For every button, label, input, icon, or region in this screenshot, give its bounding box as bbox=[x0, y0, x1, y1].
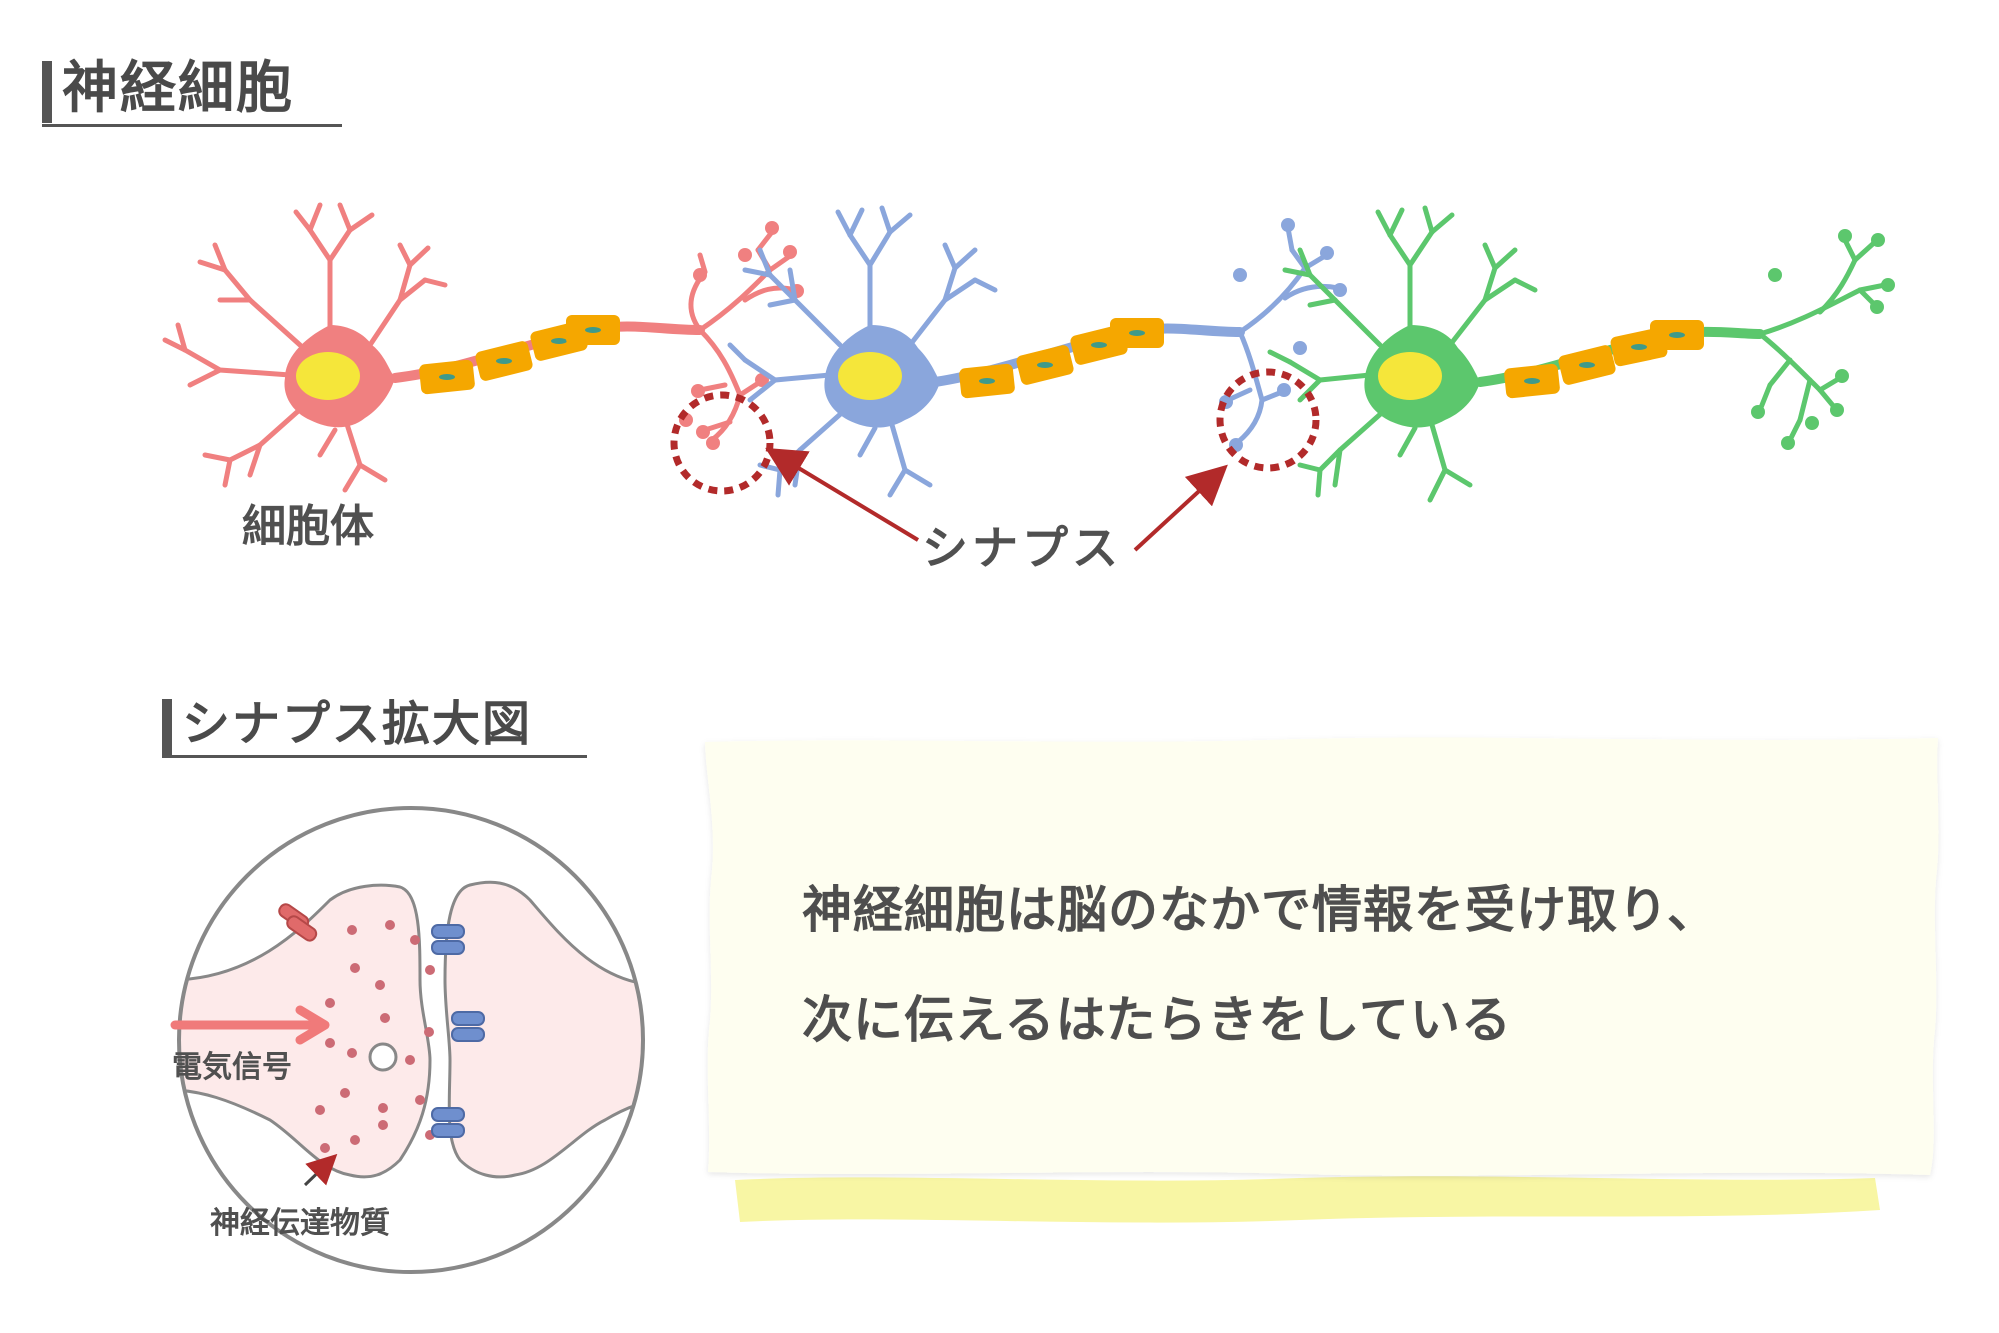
soma-label: 細胞体 bbox=[242, 501, 374, 552]
heading-bar bbox=[162, 699, 172, 755]
note-tape bbox=[735, 1176, 1880, 1223]
neurotransmitter-pointer bbox=[303, 1153, 338, 1187]
neurotransmitter-label: 神経伝達物質 bbox=[210, 1206, 390, 1241]
synapse-pointer-1 bbox=[765, 447, 920, 542]
nucleus-blue bbox=[838, 352, 902, 400]
heading-neuron-underline bbox=[42, 124, 342, 127]
postsynaptic-terminal bbox=[443, 880, 643, 1179]
presynaptic-terminal bbox=[179, 883, 432, 1179]
terminal-bulbs-blue bbox=[1219, 218, 1347, 452]
heading-bar bbox=[42, 60, 52, 123]
neurotransmitter-dots bbox=[315, 920, 435, 1153]
note-body bbox=[705, 737, 1939, 1176]
synapse-zoom bbox=[170, 806, 645, 1274]
synapse-marker-2 bbox=[1216, 368, 1320, 472]
heading-synapse-zoom: シナプス拡大図 bbox=[162, 693, 532, 755]
axon-terminal-blue bbox=[1225, 225, 1341, 445]
heading-synapse-zoom-text: シナプス拡大図 bbox=[182, 696, 533, 752]
note-paper bbox=[705, 737, 1939, 1223]
receptor-presynaptic bbox=[278, 903, 318, 942]
myelin-sheath-red bbox=[419, 315, 620, 395]
electric-signal-label: 電気信号 bbox=[172, 1050, 292, 1085]
terminal-bulbs-green bbox=[1751, 229, 1895, 450]
myelin-sheath-green bbox=[1504, 320, 1704, 399]
note-line-1: 神経細胞は脳のなかで情報を受け取り、 bbox=[802, 881, 1718, 939]
axon-terminal-red bbox=[688, 229, 798, 443]
heading-neuron: 神経細胞 bbox=[42, 54, 294, 124]
myelin-sheath-blue bbox=[959, 318, 1164, 399]
note-line-2: 次に伝えるはたらきをしている bbox=[802, 991, 1512, 1049]
axon-terminal-green bbox=[1757, 237, 1888, 443]
synapse-pointer-2 bbox=[1133, 464, 1228, 552]
receptors-postsynaptic bbox=[431, 924, 485, 1138]
heading-neuron-text: 神経細胞 bbox=[62, 56, 294, 121]
synapse-marker-1 bbox=[670, 391, 774, 495]
nucleus-green bbox=[1378, 352, 1442, 400]
dendrites-green bbox=[1267, 205, 1538, 503]
nucleus-red bbox=[296, 352, 360, 400]
neuron-chain bbox=[162, 202, 1895, 552]
synapse-label: シナプス bbox=[922, 521, 1122, 575]
heading-synapse-zoom-underline bbox=[162, 755, 587, 758]
